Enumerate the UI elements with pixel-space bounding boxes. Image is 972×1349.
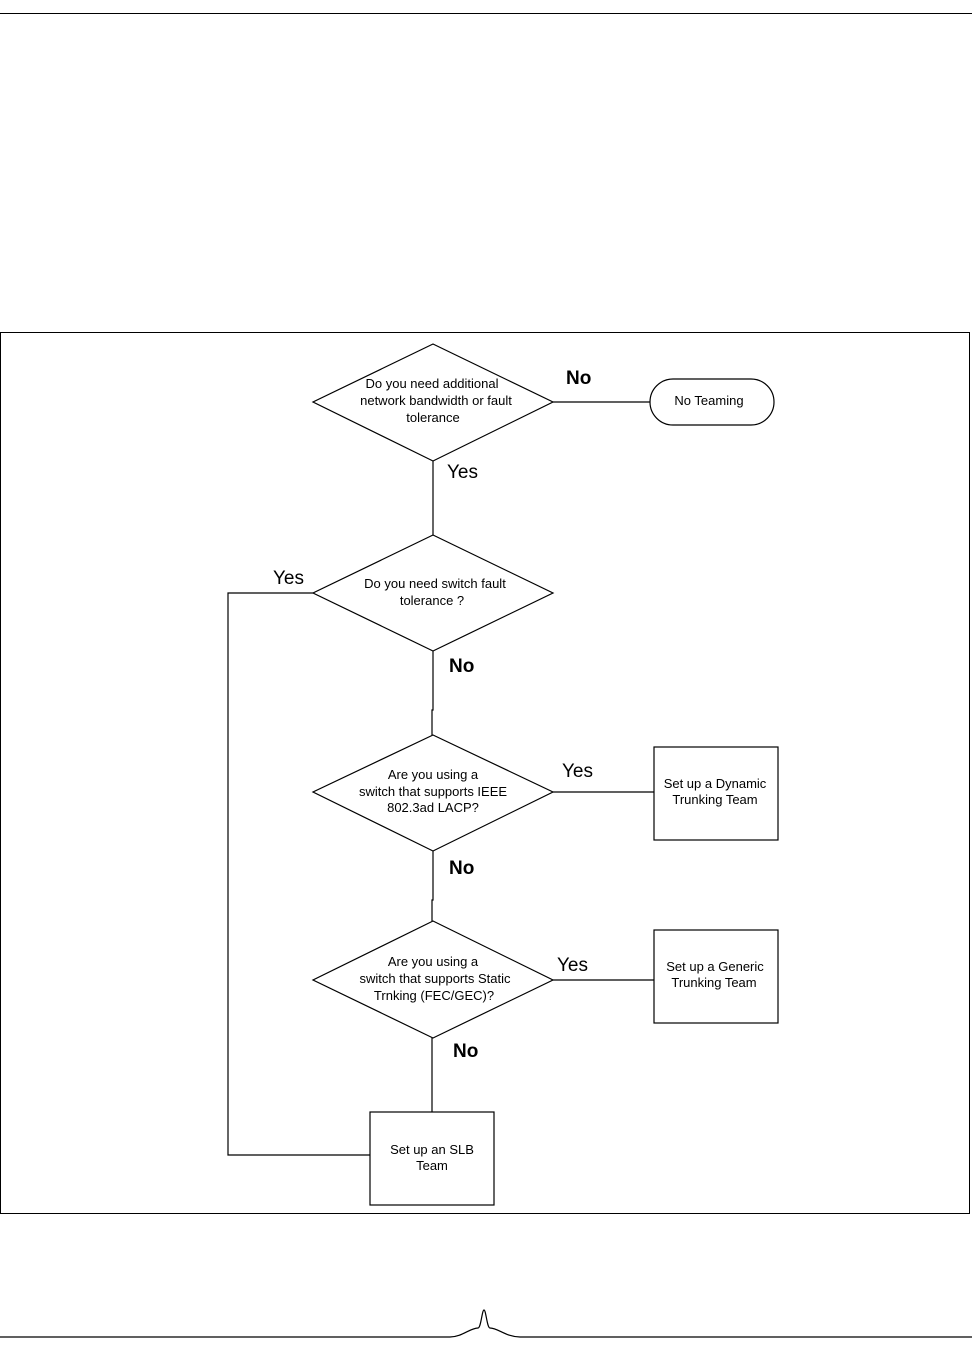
decision-q3-line-3: 802.3ad LACP? bbox=[387, 800, 479, 815]
decision-q2-diamond bbox=[311, 534, 555, 652]
decision-q2-line-1: Do you need switch fault bbox=[364, 576, 506, 591]
connector-q3-no bbox=[431, 851, 434, 921]
decision-q4-line-3: Trnking (FEC/GEC)? bbox=[374, 988, 494, 1003]
process-generic-trunking-box bbox=[653, 929, 779, 1024]
edge-label-q2-no: No bbox=[449, 656, 474, 677]
edge-label-q4-no: No bbox=[453, 1041, 478, 1062]
edge-label-q1-no: No bbox=[566, 368, 591, 389]
decision-q4-line-1: Are you using a bbox=[388, 954, 479, 969]
decision-q2-line-2: tolerance ? bbox=[400, 593, 464, 608]
decision-q4: Are you using a switch that supports Sta… bbox=[311, 920, 555, 1039]
decision-q1: Do you need additional network bandwidth… bbox=[311, 343, 555, 462]
process-slb-team-line-2: Team bbox=[416, 1158, 448, 1173]
decision-q1-diamond bbox=[311, 343, 555, 462]
terminal-no-teaming-shape bbox=[649, 378, 775, 426]
decision-q4-line-2: switch that supports Static bbox=[359, 971, 511, 986]
edge-label-q3-yes: Yes bbox=[562, 761, 593, 782]
process-generic-trunking: Set up a Generic Trunking Team bbox=[653, 929, 779, 1024]
connectors bbox=[227, 401, 654, 1156]
edge-label-q4-yes: Yes bbox=[557, 955, 588, 976]
process-generic-trunking-line-2: Trunking Team bbox=[671, 975, 756, 990]
process-slb-team-line-1: Set up an SLB bbox=[390, 1142, 474, 1157]
footer-ornament bbox=[0, 1309, 972, 1338]
decision-q3: Are you using a switch that supports IEE… bbox=[311, 734, 555, 852]
process-slb-team: Set up an SLB Team bbox=[369, 1111, 495, 1206]
decision-q3-line-2: switch that supports IEEE bbox=[359, 784, 507, 799]
edge-label-q2-yes: Yes bbox=[273, 568, 304, 589]
decision-q2: Do you need switch fault tolerance ? bbox=[311, 534, 555, 652]
decision-q4-diamond bbox=[311, 920, 555, 1039]
process-dynamic-trunking-box bbox=[653, 746, 779, 841]
footer-rule bbox=[0, 1309, 972, 1338]
terminal-no-teaming-label: No Teaming bbox=[674, 393, 743, 408]
edge-labels: No Yes Yes No Yes No Yes No bbox=[273, 368, 593, 1062]
decision-q1-line-1: Do you need additional bbox=[366, 376, 499, 391]
terminal-no-teaming: No Teaming bbox=[649, 378, 775, 426]
decision-q3-line-1: Are you using a bbox=[388, 767, 479, 782]
process-slb-team-box bbox=[369, 1111, 495, 1206]
connector-q2-yes bbox=[227, 592, 370, 1156]
header-rule bbox=[0, 13, 972, 14]
flowchart-frame bbox=[0, 332, 970, 1214]
process-generic-trunking-line-1: Set up a Generic bbox=[666, 959, 764, 974]
decision-q1-line-2: network bandwidth or fault bbox=[360, 393, 512, 408]
edge-label-q3-no: No bbox=[449, 858, 474, 879]
decision-q3-diamond bbox=[311, 734, 555, 852]
process-dynamic-trunking: Set up a Dynamic Trunking Team bbox=[653, 746, 779, 841]
connector-q2-no bbox=[431, 651, 434, 735]
process-dynamic-trunking-line-2: Trunking Team bbox=[672, 792, 757, 807]
edge-label-q1-yes: Yes bbox=[447, 462, 478, 483]
process-dynamic-trunking-line-1: Set up a Dynamic bbox=[664, 776, 767, 791]
decision-q1-line-3: tolerance bbox=[406, 410, 459, 425]
